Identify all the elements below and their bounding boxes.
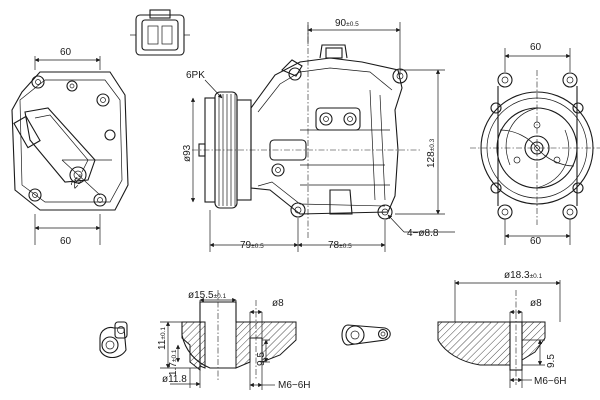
right-port-bore: ø8 (530, 298, 542, 309)
clutch-length: 79±0.5 (240, 240, 264, 251)
left-top-width: 60 (60, 47, 72, 58)
left-port-inner-dia: ø11.8 (162, 374, 187, 385)
side-view: 90±0.5 6PK ø93 (182, 18, 455, 252)
right-port-thread-depth: 9.5 (546, 354, 557, 368)
port-detail-right: ø18.3±0.1 ø8 9.5 M6−6H (341, 270, 567, 388)
right-port-thread: M6−6H (534, 376, 567, 387)
left-port-step: 1.7±0.1 (168, 349, 179, 376)
left-port-outer-dia: ø15.5±0.1 (188, 290, 227, 301)
left-port-depth: 11±0.1 (157, 327, 168, 350)
left-bottom-width: 60 (60, 236, 72, 247)
body-length: 78±0.5 (328, 240, 352, 251)
right-end-view: 60 60 (470, 42, 600, 247)
left-angle: 25° (69, 173, 87, 191)
mount-holes: 4−ø8.8 (407, 228, 439, 239)
connector-width: 90±0.5 (335, 18, 359, 29)
body-height: 128±0.3 (426, 138, 437, 168)
left-port-thread-depth: 9.5 (256, 352, 267, 366)
left-port-thread: M6−6H (278, 380, 311, 391)
right-port-outer-dia: ø18.3±0.1 (504, 270, 543, 281)
left-end-view: 60 25° 60 (11, 47, 129, 247)
right-bottom-width: 60 (530, 236, 542, 247)
right-top-width: 60 (530, 42, 542, 53)
electrical-connector-view (130, 9, 190, 56)
pulley-diameter: ø93 (182, 144, 193, 162)
port-detail-left: ø15.5±0.1 ø8 11±0.1 1.7±0.1 ø11.8 9.5 M6… (99, 290, 311, 391)
belt-type: 6PK (186, 70, 205, 81)
left-port-bore: ø8 (272, 298, 284, 309)
